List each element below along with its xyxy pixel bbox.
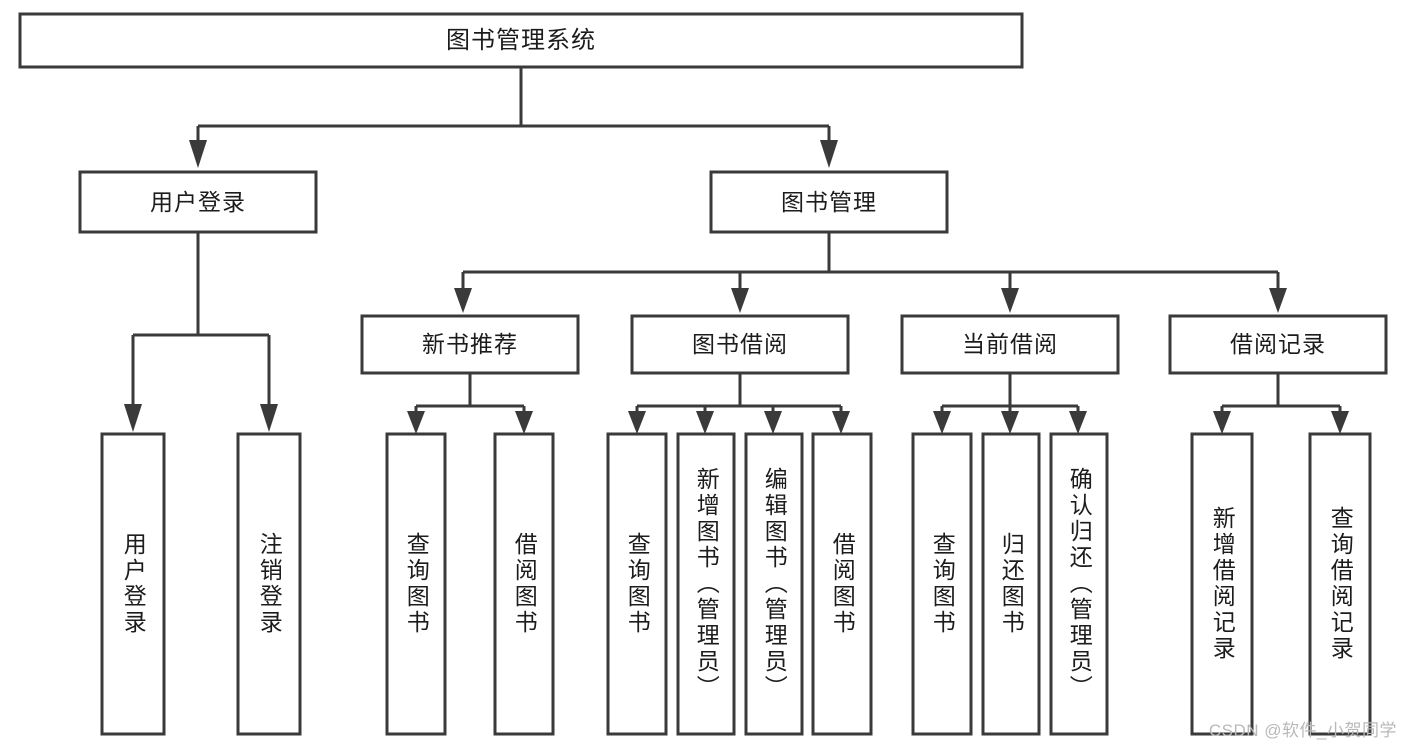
arrow-head-leaf-query-book-1 bbox=[407, 411, 425, 434]
node-leaf-query-book-1-box[interactable] bbox=[385, 432, 447, 736]
node-leaf-add-record-box[interactable] bbox=[1190, 432, 1254, 736]
node-leaf-query-record-box[interactable] bbox=[1308, 432, 1372, 736]
node-leaf-borrow-book-1-box[interactable] bbox=[493, 432, 555, 736]
arrow-head-leaf-borrow-book-1 bbox=[515, 411, 533, 434]
node-leaf-add-book-box[interactable] bbox=[676, 432, 736, 736]
arrow-head-leaf-confirm-return bbox=[1069, 411, 1087, 434]
arrow-head-leaf-query-book-2 bbox=[628, 411, 646, 434]
arrow-head-leaf-add-book bbox=[696, 411, 714, 434]
arrow-head-leaf-query-book-3 bbox=[933, 411, 951, 434]
arrow-head-book-borrow bbox=[731, 288, 749, 313]
node-leaf-confirm-return-box[interactable] bbox=[1049, 432, 1109, 736]
node-leaf-user-login-box[interactable] bbox=[100, 432, 166, 736]
node-leaf-logout-box[interactable] bbox=[236, 432, 302, 736]
arrow-head-new-book-recommend bbox=[454, 288, 472, 313]
arrow-head-leaf-add-record bbox=[1213, 411, 1231, 434]
node-current-borrow-box[interactable] bbox=[900, 314, 1120, 375]
node-book-borrow-box[interactable] bbox=[630, 314, 850, 375]
node-user-login-box[interactable] bbox=[78, 170, 318, 234]
arrow-head-user-login bbox=[189, 140, 207, 168]
node-book-manage-box[interactable] bbox=[709, 170, 949, 234]
node-leaf-return-book-box[interactable] bbox=[981, 432, 1041, 736]
watermark-text: CSDN @软件_小贺同学 bbox=[1208, 721, 1397, 740]
arrow-head-leaf-logout bbox=[260, 404, 278, 432]
arrow-head-current-borrow bbox=[1001, 288, 1019, 313]
arrow-head-leaf-return-book bbox=[1001, 411, 1019, 434]
node-leaf-edit-book-box[interactable] bbox=[744, 432, 804, 736]
node-root-box[interactable] bbox=[18, 12, 1024, 69]
arrow-head-leaf-borrow-book-2 bbox=[832, 411, 850, 434]
node-borrow-record-box[interactable] bbox=[1168, 314, 1388, 375]
arrow-head-book-manage bbox=[820, 140, 838, 168]
node-leaf-borrow-book-2-box[interactable] bbox=[811, 432, 873, 736]
node-new-book-recommend-box[interactable] bbox=[360, 314, 580, 375]
arrow-head-leaf-edit-book bbox=[764, 411, 782, 434]
arrow-head-leaf-user-login bbox=[124, 404, 142, 432]
node-leaf-query-book-3-box[interactable] bbox=[911, 432, 973, 736]
node-leaf-query-book-2-box[interactable] bbox=[606, 432, 668, 736]
arrow-head-leaf-query-record bbox=[1331, 411, 1349, 434]
arrow-head-borrow-record bbox=[1269, 288, 1287, 313]
